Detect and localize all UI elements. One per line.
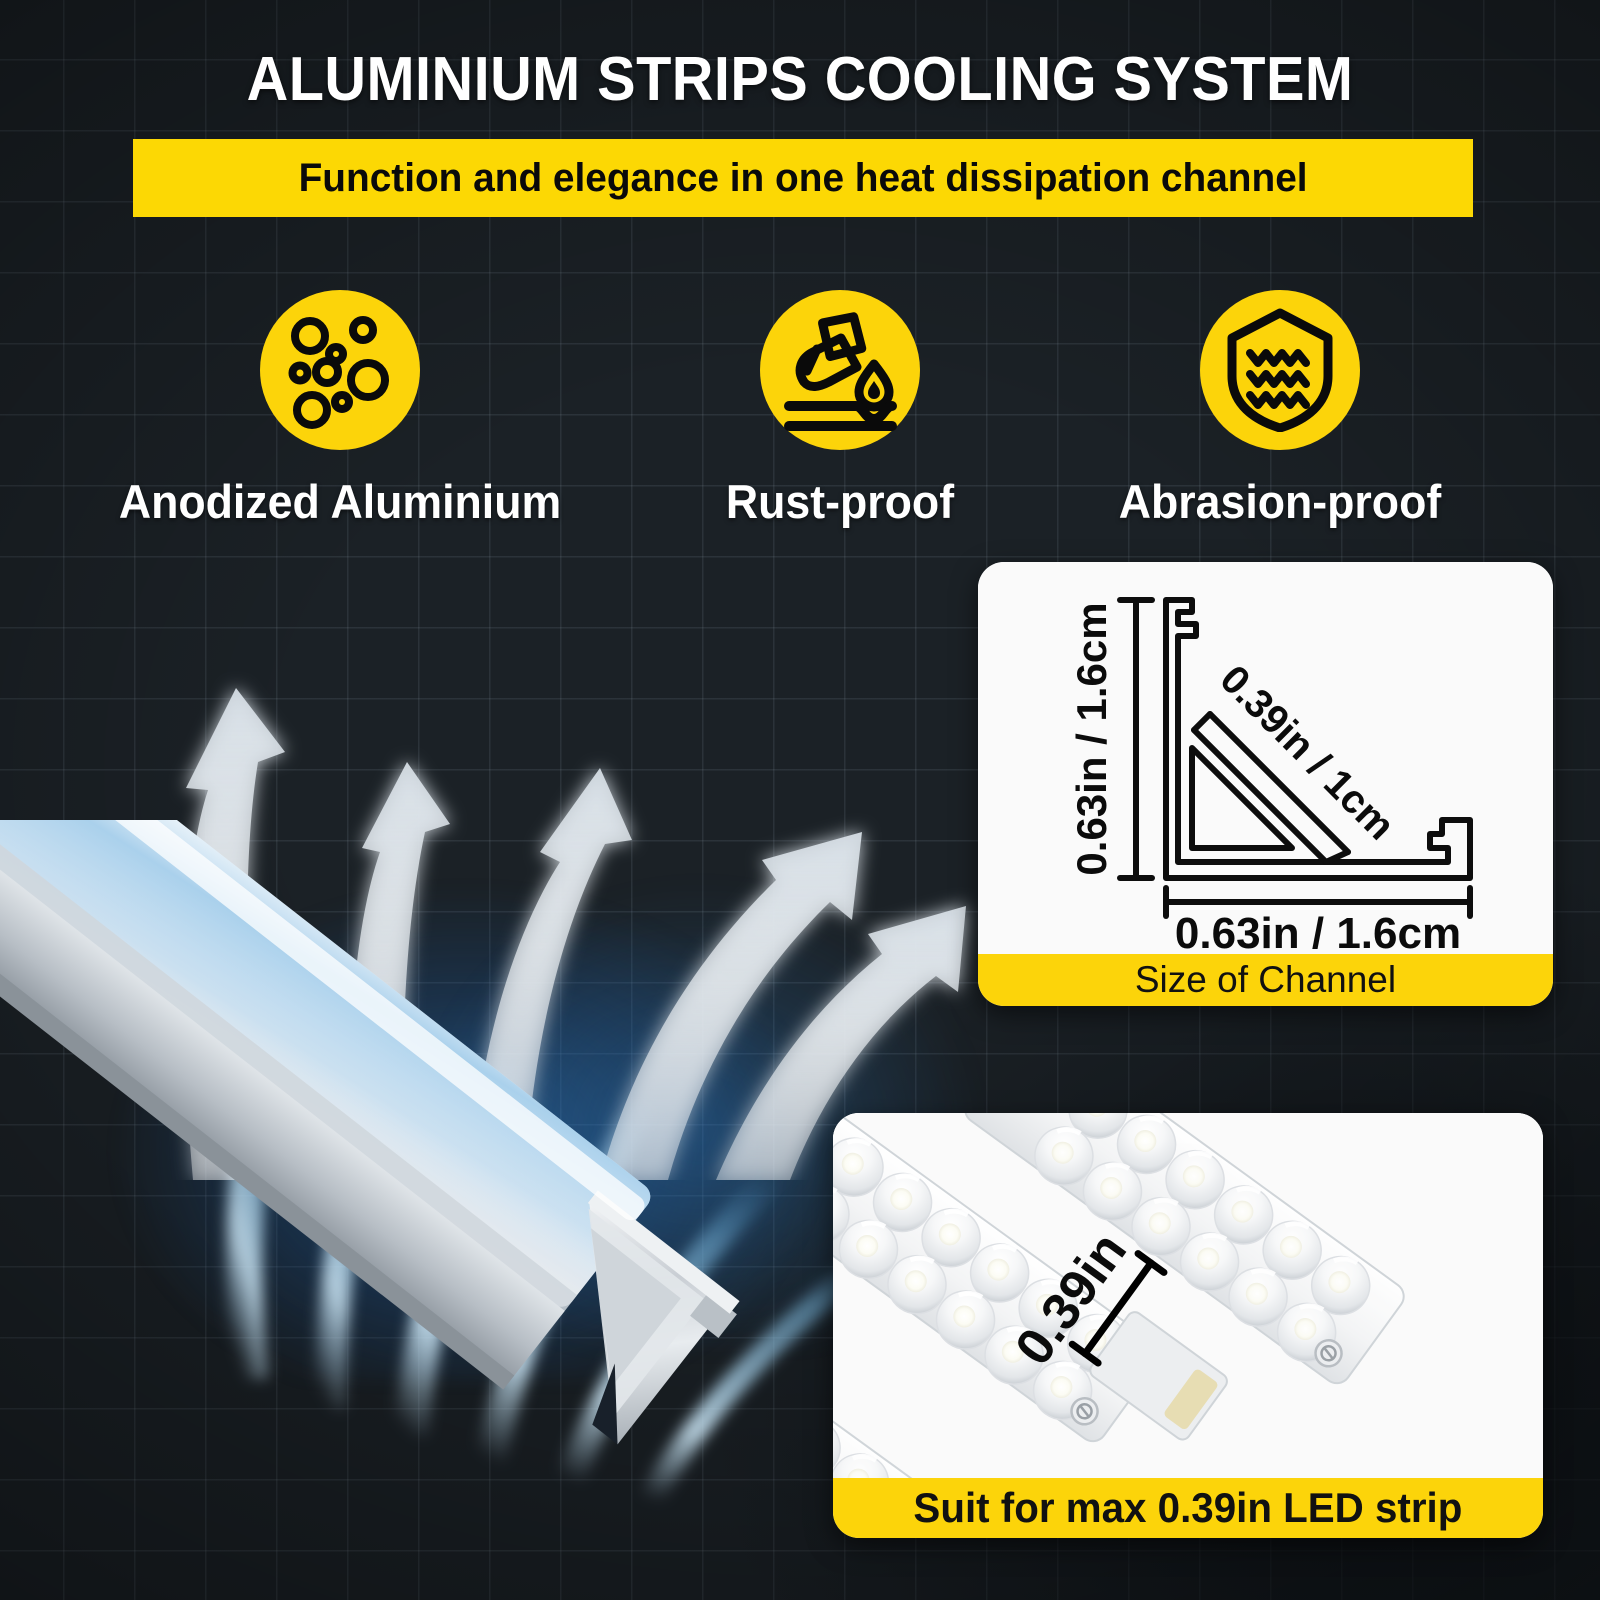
shield-waves-icon — [1227, 308, 1333, 432]
size-card-caption-bar: Size of Channel — [978, 954, 1553, 1006]
channel-cross-section-diagram: 0.63in / 1.6cm 0.39in / 1cm 0.63in / 1.6… — [1068, 597, 1473, 954]
feature-abrasion-proof: Abrasion-proof — [980, 290, 1580, 529]
led-card-body: 0.39in — [833, 1113, 1543, 1478]
led-card-caption-bar: Suit for max 0.39in LED strip — [833, 1478, 1543, 1538]
aluminium-channel-photo — [0, 820, 740, 1445]
size-card-body: 0.63in / 1.6cm 0.39in / 1cm 0.63in / 1.6… — [978, 562, 1553, 954]
width-dimension-label: 0.63in / 1.6cm — [1175, 909, 1461, 954]
feature-icon-badge — [760, 290, 920, 450]
feature-label: Abrasion-proof — [1118, 475, 1442, 528]
subtitle-text: Function and elegance in one heat dissip… — [298, 155, 1308, 200]
size-card-caption: Size of Channel — [1134, 959, 1397, 1000]
test-tube-drop-icon — [784, 312, 897, 431]
feature-icon-badge — [260, 290, 420, 450]
led-strips-photo: 0.39in — [833, 1113, 1543, 1478]
size-of-channel-card: 0.63in / 1.6cm 0.39in / 1cm 0.63in / 1.6… — [978, 562, 1553, 1006]
feature-label: Anodized Aluminium — [118, 475, 562, 528]
height-dimension-label: 0.63in / 1.6cm — [1068, 602, 1115, 875]
feature-anodized-aluminium: Anodized Aluminium — [40, 290, 640, 529]
led-card-caption: Suit for max 0.39in LED strip — [913, 1484, 1463, 1531]
feature-rust-proof: Rust-proof — [590, 290, 1090, 529]
feature-icon-badge — [1200, 290, 1360, 450]
diagonal-dimension-label: 0.39in / 1cm — [1211, 657, 1402, 848]
page-title: ALUMINIUM STRIPS COOLING SYSTEM — [246, 45, 1354, 114]
feature-label: Rust-proof — [725, 475, 955, 528]
led-strip-card: 0.39in Suit for max 0.39in LED strip — [833, 1113, 1543, 1538]
subtitle-banner: Function and elegance in one heat dissip… — [133, 139, 1473, 217]
bubbles-circle-icon — [288, 316, 389, 429]
